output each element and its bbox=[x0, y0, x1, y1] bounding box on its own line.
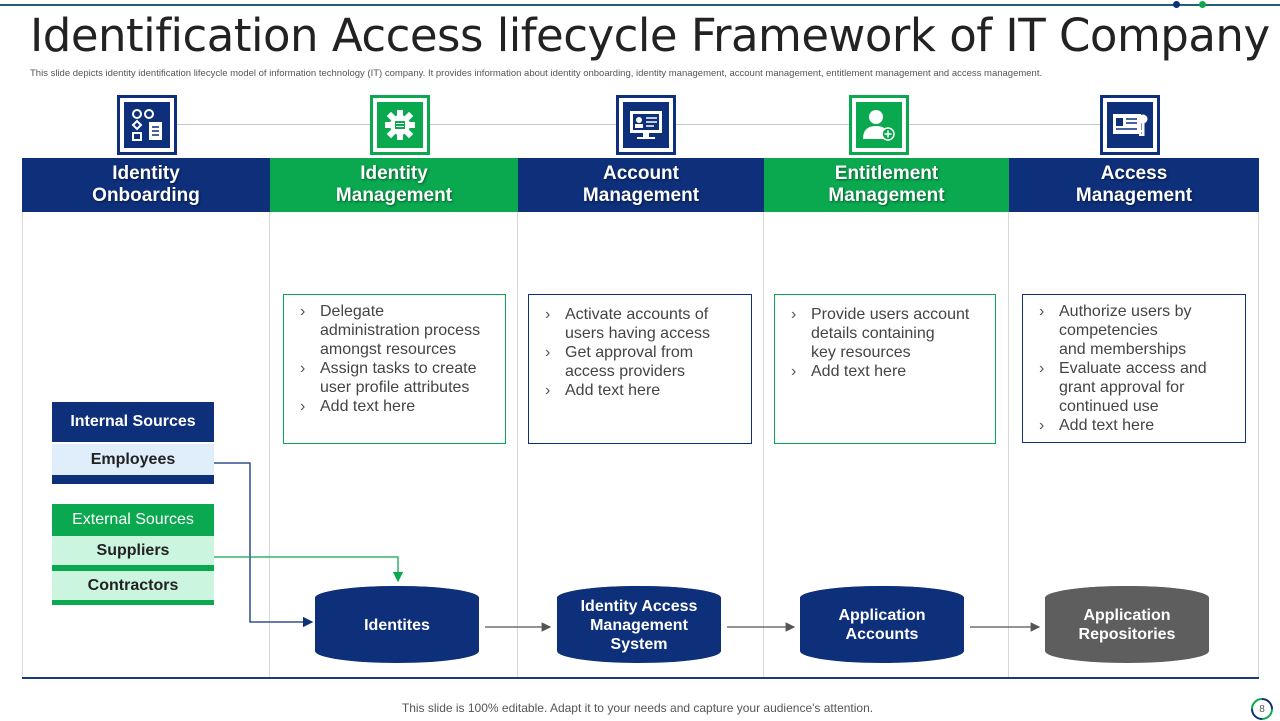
bullet-item: ›Add text here bbox=[300, 398, 416, 415]
bullet-item: ›Evaluate access and grant approval for … bbox=[1039, 360, 1207, 415]
refresh-circle-icon bbox=[1251, 698, 1273, 720]
icon-box-identity-onboarding bbox=[117, 95, 177, 155]
cylinder-application-accounts bbox=[800, 586, 964, 663]
column-header-identity-onboarding: Identity Onboarding bbox=[22, 158, 270, 212]
text-box-entitlement-management: ›Provide users account details containin… bbox=[774, 294, 996, 444]
bullet-item: ›Provide users account details containin… bbox=[791, 306, 970, 361]
column-header-label: Access Management bbox=[1075, 163, 1193, 206]
column-body bbox=[1009, 212, 1259, 678]
gear-icon bbox=[377, 102, 423, 148]
cylinder-label-application-repositories: Application Repositories bbox=[1078, 607, 1176, 643]
text-box-access-management: ›Authorize users by competencies and mem… bbox=[1022, 294, 1246, 443]
column-header-account-management: Account Management bbox=[518, 158, 764, 212]
icon-box-account-management bbox=[616, 95, 676, 155]
column-header-label: Account Management bbox=[582, 163, 700, 206]
icon-box-identity-management bbox=[370, 95, 430, 155]
cylinder-iam-system bbox=[557, 586, 721, 663]
footer-note: This slide is 100% editable. Adapt it to… bbox=[401, 701, 874, 715]
bullet-item: ›Activate accounts of users having acces… bbox=[545, 306, 710, 342]
column-header-label: Identity Management bbox=[335, 163, 453, 206]
page-number-label: 8 bbox=[1259, 703, 1265, 715]
cylinder-label-identites: Identites bbox=[364, 616, 430, 634]
column-body bbox=[270, 212, 518, 678]
bullet-item: ›Delegate administration process amongst… bbox=[300, 303, 481, 358]
employees-item: Employees bbox=[52, 444, 214, 484]
contractors-item: Contractors bbox=[52, 571, 214, 605]
column-header-access-management: Access Management bbox=[1009, 158, 1259, 212]
external-sources-header: External Sources bbox=[52, 504, 214, 536]
cylinder-label-application-accounts: Application Accounts bbox=[838, 607, 926, 643]
id-card-key-icon bbox=[1107, 102, 1153, 148]
flowchart-document-icon bbox=[124, 102, 170, 148]
page-title: Identification Access lifecycle Framewor… bbox=[30, 9, 1270, 62]
column-header-label: Entitlement Management bbox=[828, 163, 945, 206]
column-header-entitlement-management: Entitlement Management bbox=[764, 158, 1009, 212]
employees-connector bbox=[214, 462, 314, 628]
employees-label: Employees bbox=[90, 450, 176, 468]
bullet-item: ›Add text here bbox=[791, 363, 907, 380]
bottom-rule bbox=[22, 677, 1259, 679]
column-body bbox=[764, 212, 1009, 678]
bullet-item: ›Add text here bbox=[545, 382, 661, 399]
top-rule bbox=[0, 4, 1280, 6]
cylinder-application-repositories bbox=[1045, 586, 1209, 663]
bullet-item: ›Assign tasks to create user profile att… bbox=[300, 360, 477, 396]
bullet-item: ›Get approval from access providers bbox=[545, 344, 694, 380]
column-header-label: Identity Onboarding bbox=[92, 163, 200, 206]
suppliers-item: Suppliers bbox=[52, 536, 214, 571]
internal-sources-header: Internal Sources bbox=[52, 402, 214, 442]
column-header-identity-management: Identity Management bbox=[270, 158, 518, 212]
cylinder-label-iam-system: Identity Access Management System bbox=[580, 597, 698, 653]
page-subtitle: This slide depicts identity identificati… bbox=[30, 68, 1043, 79]
icon-box-access-management bbox=[1100, 95, 1160, 155]
user-add-icon bbox=[856, 102, 902, 148]
cylinder-identites bbox=[315, 586, 479, 663]
suppliers-label: Suppliers bbox=[96, 541, 170, 559]
icon-box-entitlement-management bbox=[849, 95, 909, 155]
text-box-identity-management: ›Delegate administration process amongst… bbox=[283, 294, 506, 444]
top-dot-green bbox=[1199, 1, 1206, 8]
column-body bbox=[22, 212, 270, 678]
monitor-icon bbox=[623, 102, 669, 148]
top-dot-blue bbox=[1173, 1, 1180, 8]
bullet-item: ›Authorize users by competencies and mem… bbox=[1039, 303, 1192, 358]
column-body bbox=[518, 212, 764, 678]
bullet-item: ›Add text here bbox=[1039, 417, 1155, 434]
contractors-label: Contractors bbox=[87, 576, 179, 594]
page-number: 8 bbox=[1250, 697, 1274, 721]
text-box-account-management: ›Activate accounts of users having acces… bbox=[528, 294, 752, 444]
suppliers-connector bbox=[214, 556, 404, 583]
